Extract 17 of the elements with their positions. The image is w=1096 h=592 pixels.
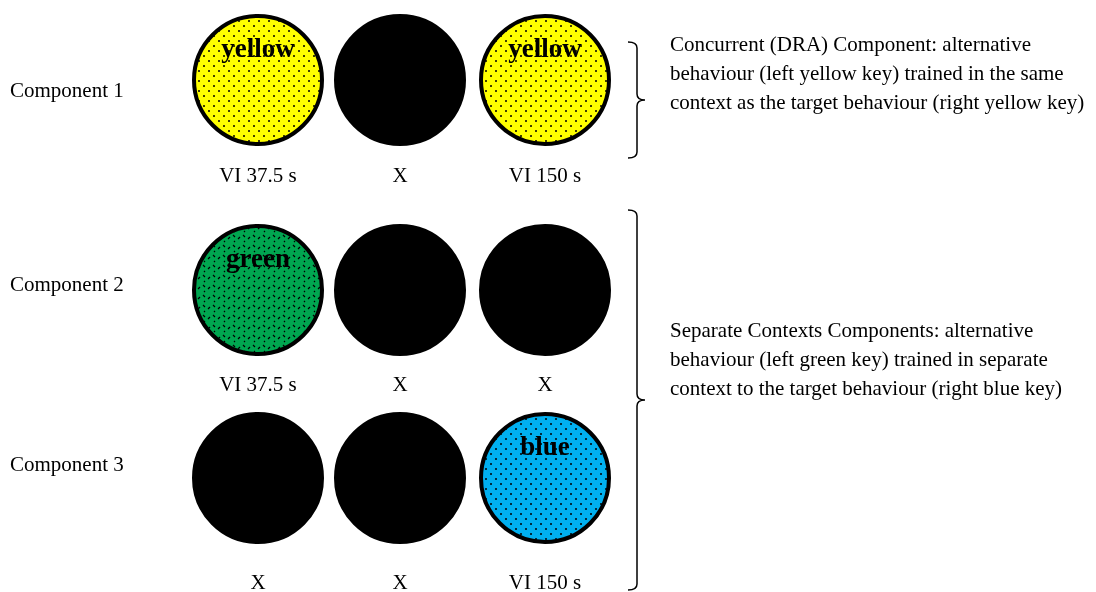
schedule-label: VI 150 s [508, 570, 582, 592]
annotation-text: Concurrent (DRA) Component: alternative behaviour (left yellow key) trained in the same context as the target behaviour (right yellow key) [670, 31, 1086, 116]
row-label: Component 1 [10, 78, 124, 103]
key-label: yellow [220, 33, 296, 63]
annotation-text: Separate Contexts Components: alternative behaviour (left green key) trained in separate context to the target behaviour (right blue key) [670, 317, 1064, 402]
schedule-label: VI 150 s [508, 163, 582, 188]
row-label: Component 2 [10, 272, 124, 297]
schedule-label: X [250, 570, 266, 592]
key-label: yellow [507, 33, 583, 63]
key-label: blue [519, 431, 571, 461]
schedule-label: VI 37.5 s [219, 163, 297, 188]
schedule-label: X [392, 372, 408, 397]
schedule-label: X [537, 372, 553, 397]
schedule-label: X [392, 163, 408, 188]
schedule-label: X [392, 570, 408, 592]
row-label: Component 3 [10, 452, 124, 477]
schedule-label: VI 37.5 s [219, 372, 297, 397]
